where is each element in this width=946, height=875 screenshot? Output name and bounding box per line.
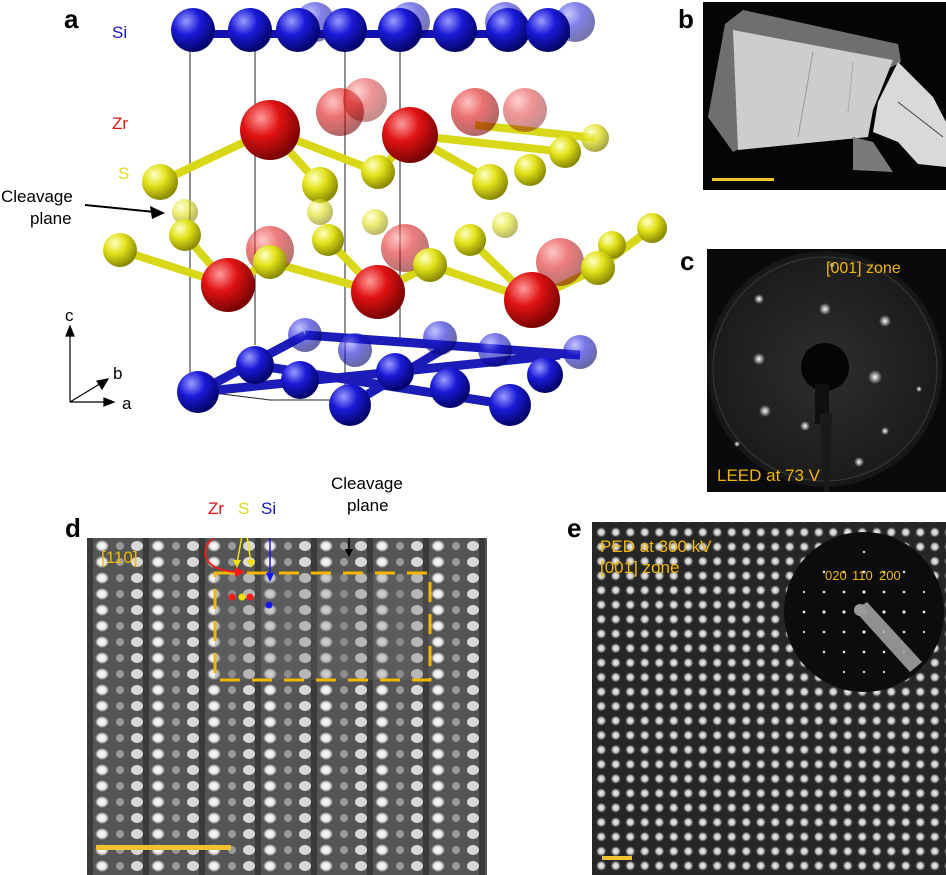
panel-label-d: d [65,513,81,543]
label-si-d: Si [261,499,277,518]
crystal-structure-diagram [65,2,667,426]
panel-label-a: a [64,4,79,34]
axis-c-label: c [65,306,74,325]
label-s: S [118,164,130,183]
zrs-layer-upper [142,78,609,203]
hrtem-image-001: PED at 300 kV [001] zone 020 110 200 [592,522,946,875]
inset-dashed-box [213,571,432,682]
panel-label-b: b [678,4,694,34]
leed-pattern: [001] zone LEED at 73 V [707,249,946,492]
cleavage-label-d-line2: plane [347,496,389,515]
label-si: Si [112,23,128,42]
zone-axis-110: [110] [101,548,138,567]
spot-label-200: 200 [879,568,901,583]
scale-bar-e [602,856,632,860]
ped-voltage-label: PED at 300 kV [600,537,712,556]
scale-bar-d [96,845,231,850]
label-zr: Zr [112,114,129,133]
zrs-layer-lower [103,199,667,328]
cleavage-arrow [84,204,165,219]
sem-image-crystal [703,2,946,190]
panel-label-e: e [567,513,582,543]
leed-zone-label: [001] zone [826,260,901,277]
panel-label-c: c [680,246,695,276]
cleavage-label-d-line1: Cleavage [331,474,403,493]
ped-zone-label: [001] zone [600,558,680,577]
leed-energy-label: LEED at 73 V [717,466,821,485]
spot-label-020: 020 [825,568,847,583]
axes-indicator [65,324,116,407]
cleavage-label-line1: Cleavage [1,187,73,206]
si-layer-top [171,2,595,52]
label-s-d: S [238,499,250,518]
ped-spots [802,550,926,674]
cleavage-label-line2: plane [30,209,72,228]
scale-bar-b [712,178,774,181]
label-zr-d: Zr [208,499,225,518]
haadf-image-110: [110] [87,538,487,875]
axis-b-label: b [113,364,123,383]
si-layer-bottom [177,318,597,426]
spot-label-110: 110 [852,568,873,583]
axis-a-label: a [122,394,132,413]
